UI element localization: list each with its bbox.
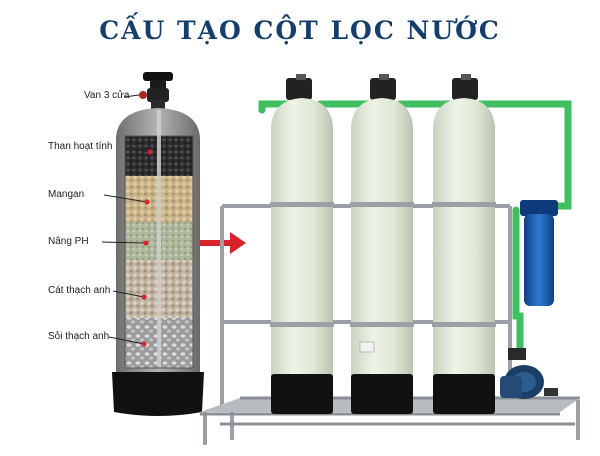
label-ph-raiser: Nâng PH — [48, 236, 89, 247]
label-quartz-gravel: Sỏi thạch anh — [48, 331, 110, 342]
label-manganese: Mangan — [48, 189, 85, 200]
filter-system-photo — [200, 74, 580, 445]
leader-dots — [141, 149, 153, 347]
label-activated-carbon: Than hoạt tính — [48, 141, 113, 152]
tank-3 — [432, 74, 496, 414]
water-pump-icon — [500, 348, 558, 399]
filter-column-cutaway — [112, 72, 204, 416]
label-three-way-valve: Van 3 cửa — [84, 90, 130, 101]
cartridge-filter-housing — [520, 200, 558, 306]
red-arrow-icon — [200, 232, 246, 254]
three-way-valve-icon — [139, 72, 173, 110]
tank-1 — [270, 74, 334, 414]
page-title: CẤU TẠO CỘT LỌC NƯỚC — [99, 16, 501, 45]
label-quartz-sand: Cát thạch anh — [48, 285, 111, 296]
tank-2 — [350, 74, 414, 414]
leader-lines — [101, 94, 151, 345]
